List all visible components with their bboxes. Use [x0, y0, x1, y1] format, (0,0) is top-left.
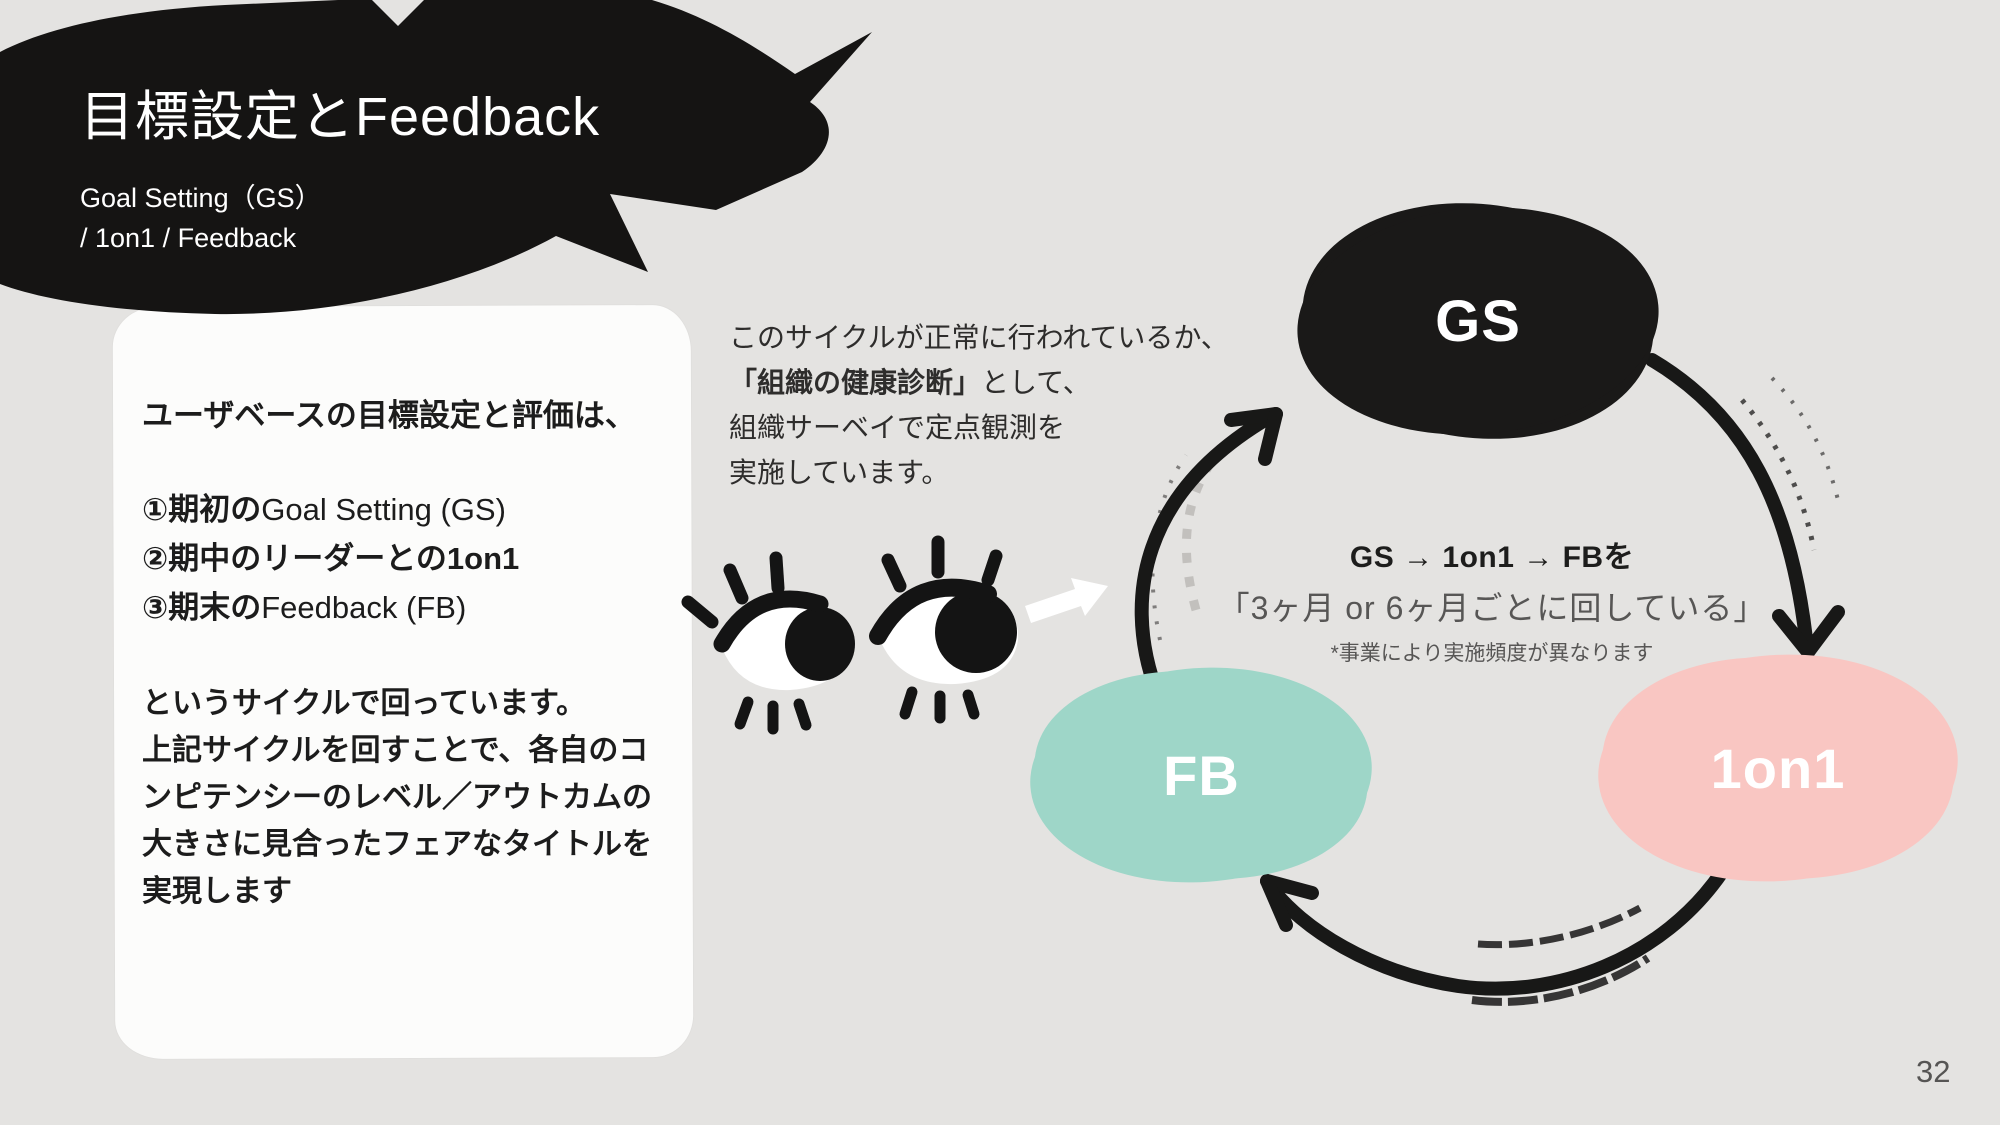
arrow-gs-to-1on1-barb	[1772, 609, 1815, 659]
annotation-line-2: 「組織の健康診断」として、	[729, 367, 1091, 398]
arrow-1on1-to-fb	[1263, 865, 1729, 996]
page-subtitle: Goal Setting（GS） / 1on1 / Feedback	[80, 178, 600, 258]
left-eye-lashes	[681, 551, 785, 629]
right-eye-pupil	[935, 591, 1017, 673]
eyes-doodle	[681, 535, 1019, 735]
left-eye-pupil	[785, 607, 855, 681]
cycle-nodes	[1030, 203, 1958, 883]
ghost-stroke-right-2	[1770, 376, 1840, 501]
1on1-node-label: 1on1	[1710, 737, 1846, 800]
outro-line: 実現します	[142, 875, 292, 908]
cycle-subtitle: 「3ヶ月 or 6ヶ月ごとに回している」	[1217, 590, 1767, 626]
outro-line: というサイクルで回っています。	[142, 687, 586, 720]
cycle-center-captions: GS → 1on1 → FBを 「3ヶ月 or 6ヶ月ごとに回している」 *事業…	[1212, 532, 1772, 667]
card-outro: というサイクルで回っています。 上記サイクルを回すことで、各自のコ ンピテンシー…	[142, 680, 672, 915]
fb-node-ellipse	[1030, 667, 1372, 883]
step-2: ②期中のリーダーとの1on1	[142, 541, 520, 576]
ghost-stroke-bottom	[1477, 904, 1642, 949]
white-arrow	[1025, 578, 1108, 623]
card-steps: ①期初のGoal Setting (GS) ②期中のリーダーとの1on1 ③期末…	[142, 485, 672, 632]
step-1: ①期初のGoal Setting (GS)	[142, 492, 506, 527]
outro-line: 上記サイクルを回すことで、各自のコ	[142, 734, 649, 767]
step-3: ③期末のFeedback (FB)	[142, 590, 467, 625]
fb-node-label: FB	[1163, 744, 1240, 807]
1on1-node-ellipse	[1598, 654, 1958, 882]
header: 目標設定とFeedback Goal Setting（GS） / 1on1 / …	[80, 86, 600, 258]
annotation-line-3: 組織サーベイで定点観測を	[729, 412, 1066, 443]
left-eye-lower-lashes	[734, 696, 812, 735]
outro-line: 大きさに見合ったフェアなタイトルを	[142, 828, 652, 861]
cycle-arrows	[1134, 353, 1845, 996]
card-intro: ユーザベースの目標設定と評価は、	[142, 398, 636, 433]
ghost-stroke-right	[1740, 398, 1817, 551]
gs-node-ellipse	[1297, 207, 1659, 435]
gs-node-label: GS	[1435, 289, 1521, 354]
cycle-title: GS → 1on1 → FBを	[1349, 541, 1635, 574]
arrow-gs-to-1on1	[1645, 353, 1814, 655]
right-eye-lid	[869, 578, 997, 645]
annotation-line-1: このサイクルが正常に行われているか、	[729, 322, 1229, 353]
page-number: 32	[1916, 1054, 1951, 1089]
header-brush-stroke	[0, 0, 872, 315]
arrow-fb-to-gs	[1134, 411, 1275, 685]
outro-line: ンピテンシーのレベル／アウトカムの	[142, 781, 652, 814]
right-eye-lashes	[881, 535, 1003, 593]
survey-annotation: このサイクルが正常に行われているか、 「組織の健康診断」として、 組織サーベイで…	[729, 315, 1229, 495]
annotation-line-4: 実施しています。	[729, 457, 950, 488]
right-eye-lower-lashes	[899, 686, 980, 724]
ghost-stroke-bottom-2	[1471, 954, 1651, 1006]
card-text: ユーザベースの目標設定と評価は、 ①期初のGoal Setting (GS) ②…	[142, 392, 672, 915]
arrow-1on1-to-fb-barb	[1260, 874, 1293, 932]
subtitle-line-2: / 1on1 / Feedback	[80, 223, 297, 253]
arrow-fb-to-gs-barb	[1224, 407, 1283, 427]
subtitle-line-1: Goal Setting（GS）	[80, 183, 322, 213]
page-title: 目標設定とFeedback	[80, 87, 601, 147]
left-eye-lid	[713, 590, 829, 653]
cycle-note: *事業により実施頻度が異なります	[1330, 642, 1654, 665]
arrow-gs-to-1on1-barb	[1801, 605, 1845, 659]
arrow-fb-to-gs-barb	[1258, 407, 1283, 466]
